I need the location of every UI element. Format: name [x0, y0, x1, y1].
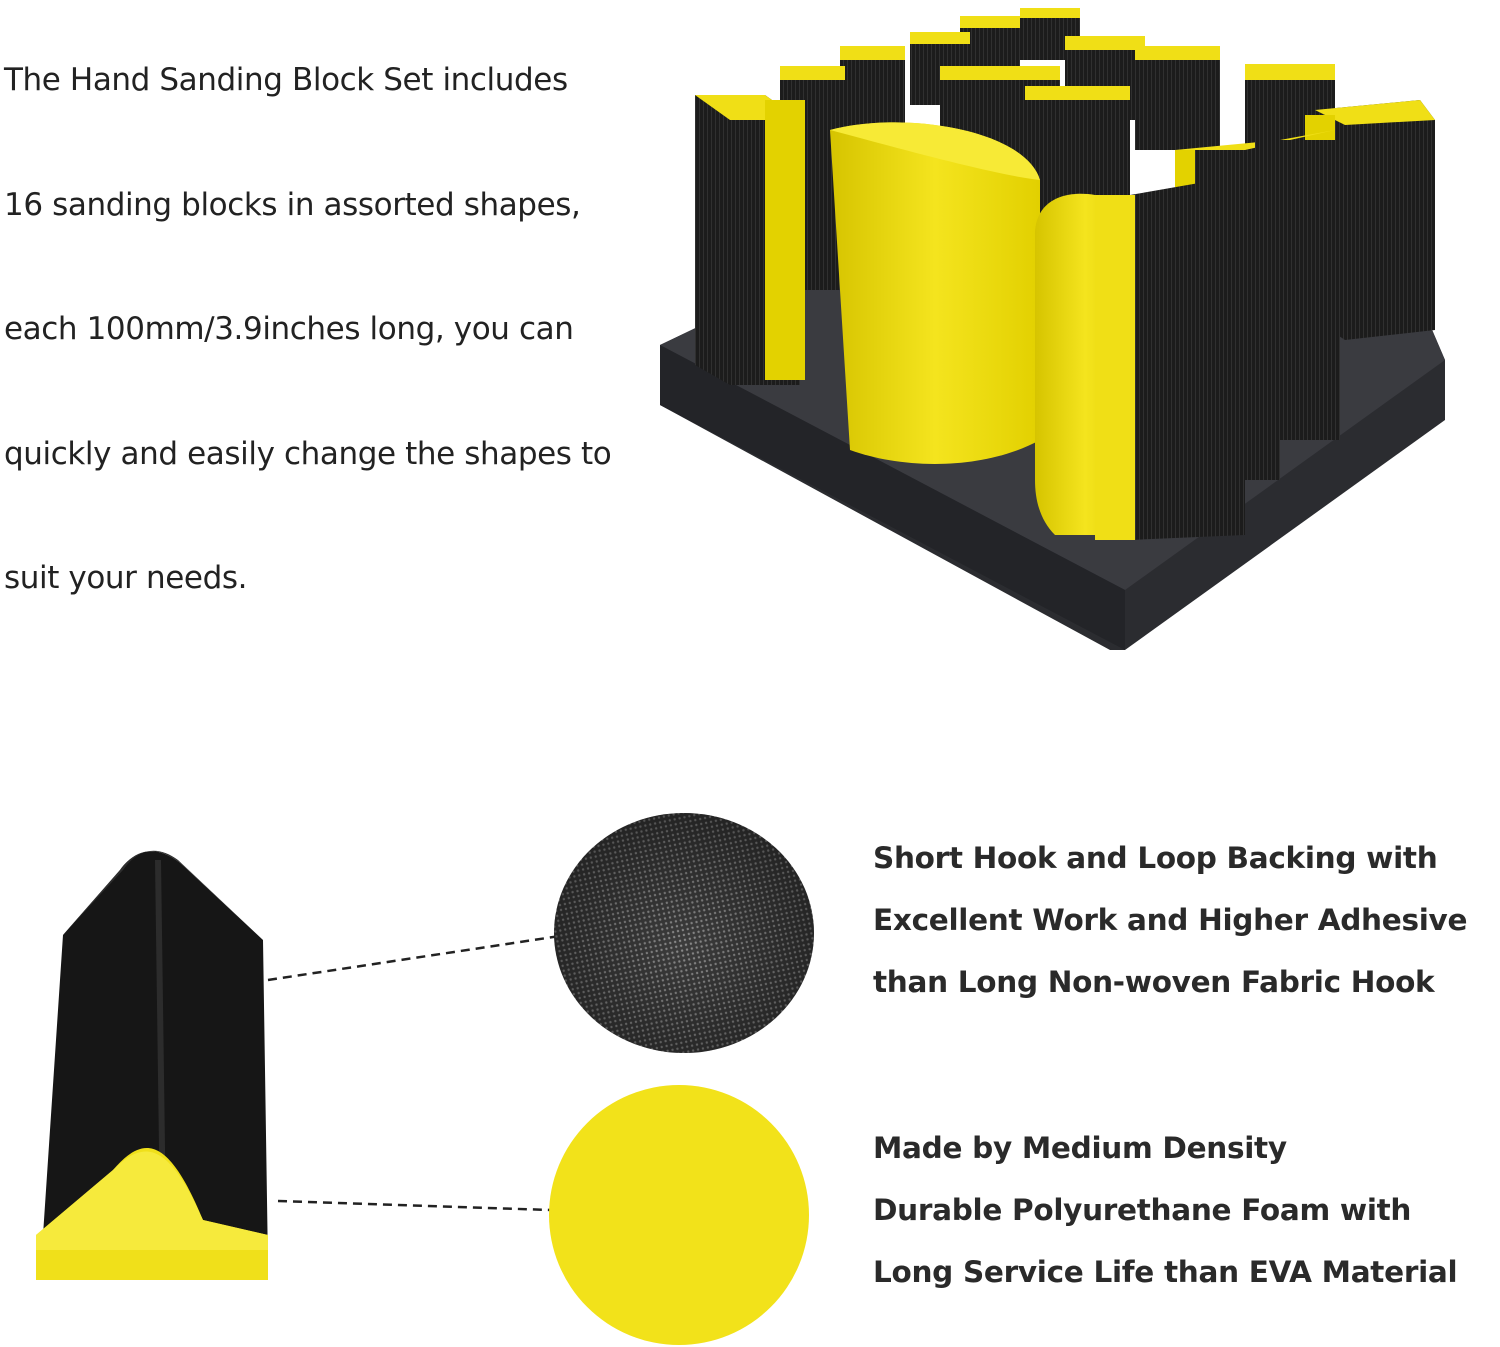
intro-text: The Hand Sanding Block Set includes 16 s…	[4, 52, 664, 675]
intro-line-4: quickly and easily change the shapes to	[4, 435, 612, 472]
intro-line-2: 16 sanding blocks in assorted shapes,	[4, 186, 581, 223]
intro-line-1: The Hand Sanding Block Set includes	[4, 62, 568, 98]
hook-loop-texture-swatch	[554, 813, 814, 1053]
hook-feature-line-2: Excellent Work and Higher Adhesive	[873, 903, 1468, 937]
sanding-block-set-photo	[660, 8, 1445, 650]
single-sanding-block-photo	[36, 850, 268, 1280]
foam-feature-line-2: Durable Polyurethane Foam with	[873, 1193, 1412, 1227]
foam-color-swatch	[549, 1085, 809, 1345]
hook-loop-feature-text: Short Hook and Loop Backing with Excelle…	[873, 840, 1500, 1026]
foam-feature-line-1: Made by Medium Density	[873, 1131, 1287, 1165]
intro-line-3: each 100mm/3.9inches long, you can	[4, 311, 574, 347]
intro-line-5: suit your needs.	[4, 560, 248, 596]
hook-feature-line-3: than Long Non-woven Fabric Hook	[873, 965, 1435, 999]
foam-feature-line-3: Long Service Life than EVA Material	[873, 1255, 1458, 1289]
hook-feature-line-1: Short Hook and Loop Backing with	[873, 841, 1438, 875]
callout-leader-lines	[267, 934, 561, 1212]
foam-feature-text: Made by Medium Density Durable Polyureth…	[873, 1130, 1500, 1316]
